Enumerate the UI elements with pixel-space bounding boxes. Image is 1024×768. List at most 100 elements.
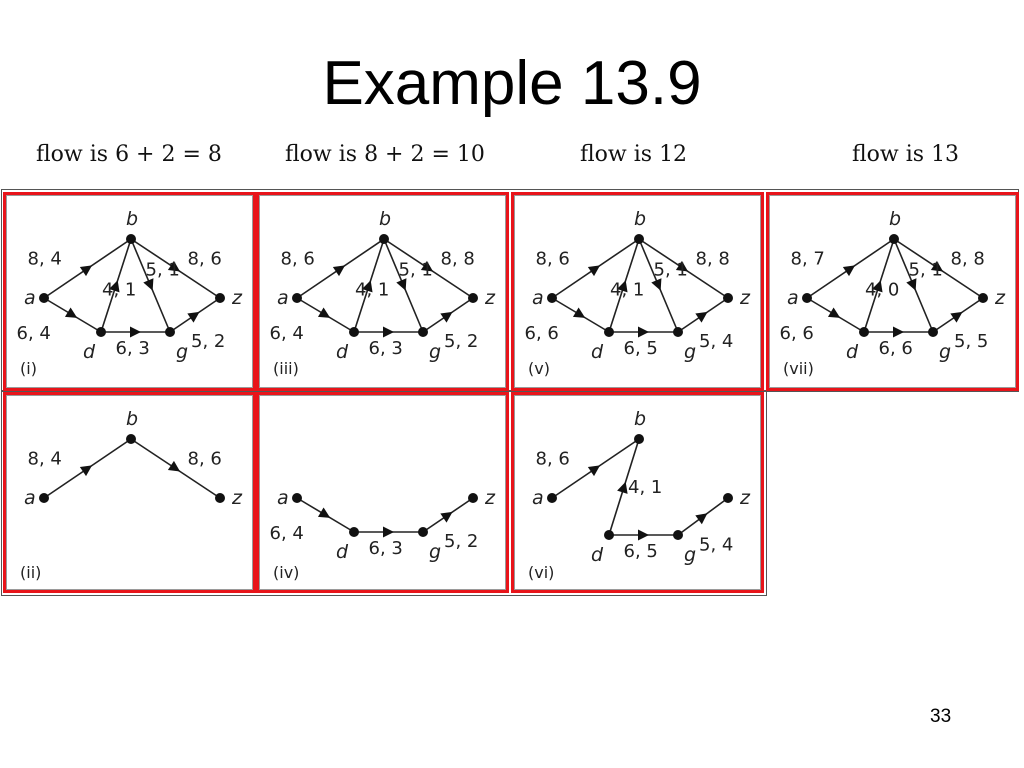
flow-label-prefix: flow is [580,142,660,167]
edge-label-b-z: 8, 8 [696,249,730,270]
node-label-b: b [379,208,391,230]
arrow-head [695,513,708,525]
node-label-b: b [126,208,138,230]
edge-label-a-d: 6, 6 [780,323,814,344]
edge-label-g-z: 5, 5 [954,331,988,352]
node-b [634,434,644,444]
node-a [547,293,557,303]
node-a [39,293,49,303]
arrow-head [638,529,649,541]
node-label-g: g [429,541,441,563]
node-d [349,327,359,337]
node-g [928,327,938,337]
arrow-head [317,307,331,318]
edge-label-b-g: 5, 1 [399,260,433,281]
edge-label-a-b: 8, 7 [791,249,825,270]
panel-label: (i) [20,359,37,378]
edge-label-d-g: 6, 3 [369,538,403,559]
arrow-head [362,280,373,293]
node-d [604,530,614,540]
arrow-head [187,311,200,323]
flow-label-3: flow is 12 [580,142,687,167]
node-g [165,327,175,337]
edge-label-b-z: 8, 6 [188,249,222,270]
node-b [126,234,136,244]
arrow-head [64,307,78,318]
node-label-d: d [846,341,859,363]
node-label-a: a [277,287,289,309]
arrow-head [930,260,944,272]
node-label-g: g [939,341,951,363]
flow-label-1: flow is 6 + 2 = 8 [36,142,222,167]
arrow-head [651,278,662,291]
edge-label-d-g: 6, 3 [369,338,403,359]
node-a [292,293,302,303]
node-z [468,293,478,303]
node-label-g: g [176,341,188,363]
edge-label-d-g: 6, 5 [624,541,658,562]
edge-label-g-z: 5, 4 [699,331,733,352]
node-z [468,493,478,503]
node-label-d: d [83,341,96,363]
node-d [859,327,869,337]
edge-label-a-d: 6, 4 [270,523,304,544]
edge-label-b-z: 8, 8 [951,249,985,270]
edge-label-d-b: 4, 1 [102,280,136,301]
edge-label-b-g: 5, 1 [146,260,180,281]
edge-label-d-b: 4, 1 [355,280,389,301]
node-label-a: a [24,487,36,509]
flow-label-2: flow is 8 + 2 = 10 [285,142,485,167]
panel-label: (iv) [273,563,300,582]
edge-label-b-g: 5, 1 [654,260,688,281]
edge-label-g-z: 5, 2 [444,331,478,352]
arrow-head [906,278,917,291]
arrow-head [675,260,689,272]
node-label-a: a [277,487,289,509]
arrow-head [130,326,141,338]
node-a [39,493,49,503]
edge-label-a-b: 8, 4 [28,449,62,470]
panel-label: (vii) [783,359,814,378]
edge-label-a-b: 8, 6 [536,249,570,270]
edge-label-a-b: 8, 4 [28,249,62,270]
edge-label-b-g: 5, 1 [909,260,943,281]
panel-label: (ii) [20,563,42,582]
node-z [978,293,988,303]
node-b [634,234,644,244]
edge-label-b-z: 8, 6 [188,449,222,470]
flow-label-value: 12 [659,142,688,167]
arrow-head [440,511,453,523]
node-label-z: z [484,287,496,309]
node-label-z: z [739,487,751,509]
edge-label-d-g: 6, 3 [116,338,150,359]
node-label-g: g [429,341,441,363]
node-z [215,293,225,303]
panel-label: (vi) [528,563,555,582]
arrow-head [695,311,708,323]
node-label-d: d [591,341,604,363]
edge-label-a-d: 6, 4 [270,323,304,344]
node-label-b: b [634,208,646,230]
node-label-z: z [739,287,751,309]
edge-label-d-g: 6, 6 [879,338,913,359]
arrow-head [109,280,120,293]
flow-label-prefix: flow is [285,142,365,167]
flow-label-prefix: flow is [36,142,116,167]
arrow-head [617,280,628,293]
edge-label-d-b: 4, 0 [865,280,899,301]
node-b [379,234,389,244]
node-d [349,527,359,537]
node-z [215,493,225,503]
node-g [673,327,683,337]
arrow-head [587,265,601,277]
node-label-g: g [684,544,696,566]
edge-label-d-b: 4, 1 [628,477,662,498]
